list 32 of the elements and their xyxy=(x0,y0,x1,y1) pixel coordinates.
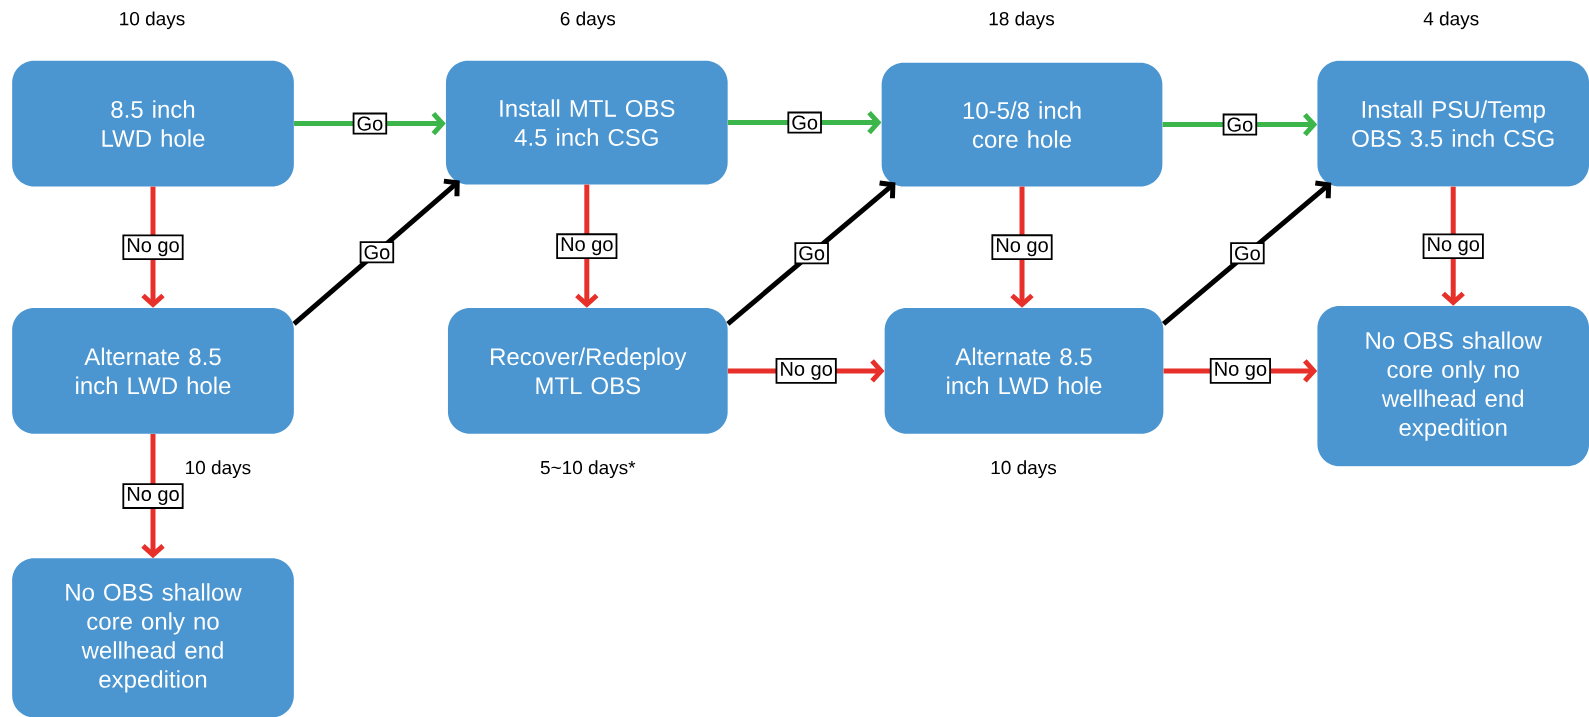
duration-label: 18 days xyxy=(989,11,1055,30)
process-box: 10-5/8 inch core hole xyxy=(881,62,1163,187)
edge-label: Go xyxy=(787,111,822,134)
arrow xyxy=(1161,180,1332,326)
duration-label: 10 days xyxy=(120,11,185,30)
edge-label: Go xyxy=(794,242,829,265)
edge-label: No go xyxy=(775,358,837,384)
edge-label: Go xyxy=(1230,242,1265,265)
edge-label: No go xyxy=(122,483,184,509)
process-box: Recover/Redeploy MTL OBS xyxy=(447,308,728,434)
arrow xyxy=(726,180,896,326)
duration-label: 10 days xyxy=(186,460,251,479)
process-box: 8.5 inch LWD hole xyxy=(12,60,294,187)
edge-label: Go xyxy=(359,241,395,264)
process-box: Alternate 8.5 inch LWD hole xyxy=(884,308,1164,434)
edge-label: Go xyxy=(1222,113,1258,136)
edge-label: No go xyxy=(122,234,184,261)
duration-label: 4 days xyxy=(1423,11,1479,30)
duration-label: 6 days xyxy=(560,11,616,30)
duration-label: 5~10 days* xyxy=(540,460,636,479)
edge-label: No go xyxy=(1209,358,1271,384)
process-box: Install MTL OBS 4.5 inch CSG xyxy=(445,60,728,185)
process-box: No OBS shallow core only no wellhead end expedition xyxy=(1317,306,1589,467)
edge-label: No go xyxy=(556,233,618,260)
edge-label: Go xyxy=(352,112,388,135)
arrow xyxy=(292,178,460,326)
duration-label: 10 days xyxy=(991,460,1057,479)
process-box: Install PSU/Temp OBS 3.5 inch CSG xyxy=(1317,60,1589,187)
edge-label: No go xyxy=(991,234,1053,261)
process-box: No OBS shallow core only no wellhead end expedition xyxy=(12,558,294,717)
edge-label: No go xyxy=(1422,233,1484,260)
process-box: Alternate 8.5 inch LWD hole xyxy=(12,308,294,434)
